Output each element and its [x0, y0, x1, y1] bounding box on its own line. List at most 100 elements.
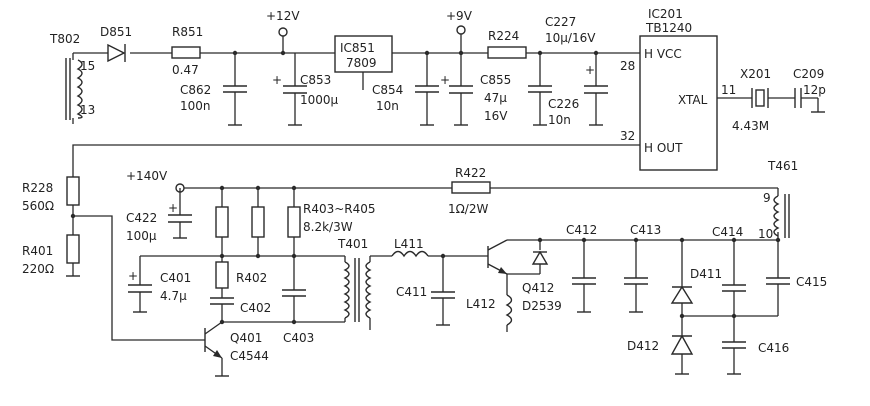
l412-label: L412: [466, 297, 496, 311]
top-rail-wires: [72, 52, 640, 124]
x201-value: 4.43M: [732, 119, 769, 133]
t802-pin15-label: 15: [80, 59, 95, 73]
ic201-hout-label: H OUT: [644, 141, 683, 155]
diode-d851: [107, 43, 126, 63]
terminal-12v: [278, 27, 288, 56]
resistor-r224: [487, 46, 527, 59]
ic201-pin28: 28: [620, 59, 635, 73]
c855-label: C855: [480, 73, 511, 87]
ic201-value: TB1240: [645, 21, 692, 35]
c853-value: 1000μ: [300, 93, 339, 107]
svg-text:+: +: [128, 269, 138, 283]
hout-wire: [72, 144, 640, 177]
capacitor-c855: +: [440, 53, 473, 126]
r228-value: 560Ω: [22, 199, 54, 213]
r422-value: 1Ω/2W: [448, 202, 488, 216]
capacitor-c401: +: [128, 256, 152, 313]
c401-value: 4.7μ: [160, 289, 187, 303]
r422-label: R422: [455, 166, 486, 180]
x201-label: X201: [740, 67, 771, 81]
capacitor-c415: [766, 240, 790, 316]
c854-label: C854: [372, 83, 403, 97]
d851-label: D851: [100, 25, 132, 39]
l411-label: L411: [394, 237, 424, 251]
capacitor-c227: +: [584, 50, 608, 126]
c227-value: 10μ/16V: [545, 31, 596, 45]
regulator-ic851: [334, 35, 393, 73]
capacitor-c226: [528, 50, 552, 126]
ic201-hvcc-label: H VCC: [644, 47, 682, 61]
c227-label: C227: [545, 15, 576, 29]
c422-value: 100μ: [126, 229, 157, 243]
ic851-value: 7809: [346, 56, 377, 70]
transformer-t461: [773, 194, 790, 238]
r401-value: 220Ω: [22, 262, 54, 276]
c862-label: C862: [180, 83, 211, 97]
r228-label: R228: [22, 181, 53, 195]
r403-label: R403~R405: [303, 202, 376, 216]
capacitor-c414: [722, 240, 746, 319]
q401-label: Q401: [230, 331, 262, 345]
c854-value: 10n: [376, 99, 399, 113]
r224-label: R224: [488, 29, 519, 43]
transformer-t802: [65, 58, 83, 120]
c209-value: 12p: [803, 83, 826, 97]
r851-label: R851: [172, 25, 203, 39]
r851-value: 0.47: [172, 63, 199, 77]
c853-label: C853: [300, 73, 331, 87]
c855-value2: 16V: [484, 109, 508, 123]
terminal-9v: [456, 25, 466, 56]
r401-label: R401: [22, 244, 53, 258]
inductor-l412: [505, 294, 513, 332]
capacitor-c209: [794, 88, 825, 113]
terminal-140v: [175, 183, 779, 196]
crystal-x201: [717, 88, 795, 108]
c209-label: C209: [793, 67, 824, 81]
transformer-t401: [343, 255, 392, 330]
capacitor-c402: [210, 297, 234, 325]
damper-diode: [531, 237, 549, 274]
transistor-q412: [487, 239, 540, 295]
ic201-xtal-label: XTAL: [678, 93, 708, 107]
resistor-r402: [215, 256, 229, 298]
c862-value: 100n: [180, 99, 211, 113]
capacitor-c854: [415, 50, 439, 126]
ic851-label: IC851: [340, 41, 375, 55]
c855-value1: 47μ: [484, 91, 507, 105]
v9-label: +9V: [446, 9, 473, 23]
capacitor-c416: [722, 316, 746, 375]
ic201-label: IC201: [648, 7, 683, 21]
d411-label: D411: [690, 267, 722, 281]
capacitor-c413: [624, 240, 648, 313]
diode-d411: [670, 240, 694, 336]
capacitor-c412: [572, 240, 596, 313]
q401-value: C4544: [230, 349, 269, 363]
v12-label: +12V: [266, 9, 300, 23]
transistor-q401: [204, 321, 229, 377]
capacitor-c411: [431, 256, 455, 326]
t802-pin13-label: 13: [80, 103, 95, 117]
c226-value: 10n: [548, 113, 571, 127]
resistor-r401: [66, 234, 80, 264]
q412-label: Q412: [522, 281, 554, 295]
r403-value: 8.2k/3W: [303, 220, 353, 234]
c226-label: C226: [548, 97, 579, 111]
c402-label: C402: [240, 301, 271, 315]
capacitor-c422: +: [168, 188, 192, 239]
diode-d412: [670, 334, 694, 375]
c401-label: C401: [160, 271, 191, 285]
resistor-r228: [66, 176, 80, 206]
v140-label: +140V: [126, 169, 168, 183]
ic201-block: [639, 35, 718, 171]
ic201-pin11: 11: [721, 83, 736, 97]
r402-label: R402: [236, 271, 267, 285]
c411-label: C411: [396, 285, 427, 299]
inductor-l411: [391, 250, 488, 259]
q401-base-wire: [73, 215, 205, 341]
t401-label: T401: [337, 237, 368, 251]
c422-label: C422: [126, 211, 157, 225]
capacitor-c853: +: [272, 53, 307, 126]
resistors-r403-r405: [140, 185, 345, 259]
svg-text:+: +: [585, 63, 595, 77]
t461-pin9: 9: [763, 191, 771, 205]
